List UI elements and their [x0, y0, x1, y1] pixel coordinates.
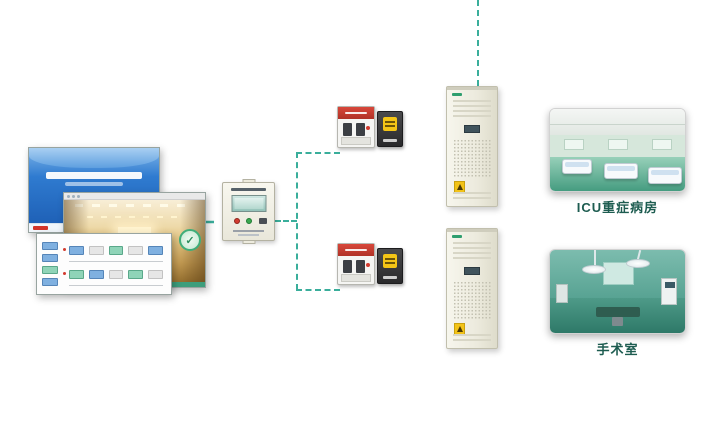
panel-key-switch [259, 218, 267, 224]
switch-red-cover [338, 107, 374, 119]
dual-power-transfer-switch [337, 243, 375, 285]
ceiling-lights-row [86, 215, 183, 218]
ceiling-lights-row [75, 204, 194, 208]
panel-title-textbar [230, 188, 267, 191]
icu-window [608, 138, 628, 150]
cabinet-brand-mark [452, 235, 462, 238]
mounting-ear [242, 240, 255, 244]
table-pedestal [612, 317, 623, 326]
schematic-bus-line [69, 261, 163, 262]
brand-logo-mark [33, 226, 48, 230]
module-yellow-label [383, 254, 397, 268]
panel-green-button [246, 218, 252, 224]
status-dot [63, 248, 66, 251]
operating-table [596, 307, 640, 317]
anesthesia-machine [661, 278, 677, 305]
lamp-arm [594, 250, 596, 266]
hospital-bed [604, 163, 638, 179]
switch-red-cover [338, 244, 374, 256]
icu-window [652, 138, 672, 150]
switch-lever [356, 260, 365, 273]
connector-to-or-branch [296, 289, 340, 291]
cabinet-display [464, 125, 480, 133]
panel-lcd-display [231, 195, 266, 212]
cabinet-perforation [453, 281, 491, 319]
cabinet-vent [453, 192, 491, 202]
surgical-lamp [626, 259, 650, 268]
mounting-ear [242, 179, 255, 183]
icu-ward-photo [549, 108, 686, 192]
schematic-legend-column [42, 242, 58, 286]
curtain-rail [550, 123, 685, 125]
switch-lever [343, 123, 352, 136]
cabinet-top-cap [447, 87, 497, 90]
schematic-device-row [69, 270, 163, 279]
cabinet-vent [453, 334, 491, 344]
slide-title-textbar [45, 171, 143, 179]
cabinet-display [464, 267, 480, 275]
cabinet-vent [453, 242, 491, 262]
switch-lever [356, 123, 365, 136]
icu-ceiling [550, 109, 685, 136]
module-textbar [382, 276, 398, 279]
panel-red-button [234, 218, 240, 224]
icu-window [564, 138, 584, 150]
isolation-power-cabinet-icu [446, 86, 498, 207]
switch-terminal-base [341, 274, 371, 282]
certification-badge-icon [179, 229, 201, 251]
cabinet-top-cap [447, 229, 497, 232]
hospital-bed [648, 167, 682, 184]
isolation-power-cabinet-or [446, 228, 498, 349]
monitoring-module [377, 111, 403, 147]
room-label-icu: ICU重症病房 [576, 200, 659, 215]
panel-footer-textbar [238, 234, 259, 236]
module-textbar [382, 139, 398, 142]
operating-room-photo [549, 249, 686, 334]
equipment-cart [556, 284, 568, 303]
panel-footer-textbar [233, 230, 264, 232]
medical-it-insulation-monitor-panel [222, 179, 275, 244]
status-dot [63, 272, 66, 275]
window-control-dots [67, 195, 80, 198]
monitoring-module [377, 248, 403, 284]
schematic-device-row [69, 246, 163, 255]
slide-header-band [29, 148, 159, 169]
switch-lever [343, 260, 352, 273]
power-schematic-screenshot [36, 233, 172, 295]
window-toolbar [64, 193, 205, 200]
schematic-bus-line [69, 285, 163, 286]
dual-power-transfer-switch [337, 106, 375, 148]
hospital-bed [562, 159, 592, 174]
cabinet-vent [453, 100, 491, 120]
connector-trunk-vertical [296, 152, 298, 290]
connector-panel-to-trunk [275, 220, 297, 222]
module-yellow-label [383, 117, 397, 131]
connector-mains-feed [477, 0, 479, 86]
switch-indicator [366, 126, 370, 130]
slide-subtitle-textbar [65, 182, 123, 187]
room-label-operating-room: 手术室 [596, 342, 639, 357]
or-door-window [602, 261, 634, 285]
cabinet-brand-mark [452, 93, 462, 96]
connector-to-icu-branch [296, 152, 340, 154]
cabinet-perforation [453, 139, 491, 177]
switch-indicator [366, 263, 370, 267]
switch-terminal-base [341, 137, 371, 145]
surgical-lamp [582, 265, 606, 274]
